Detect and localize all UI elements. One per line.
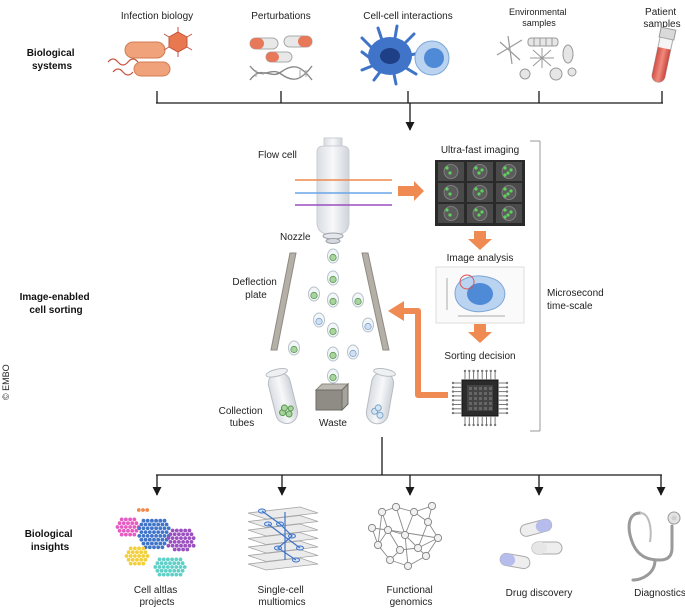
blood-tube-icon: [651, 26, 677, 83]
label-nozzle: Nozzle: [280, 232, 311, 243]
network-node: [421, 551, 431, 561]
label-deflection-plate: Deflection plate: [232, 277, 279, 301]
droplet: [308, 286, 320, 302]
cell-interaction-icon: [360, 24, 450, 86]
collection-tube-left: [265, 367, 299, 425]
flow-cell: [316, 137, 350, 244]
arrow-feedback-to-deflection: [388, 301, 448, 398]
droplet: [327, 322, 339, 338]
top-bracket: [156, 91, 663, 131]
imaging-cell: [467, 204, 493, 223]
network-node: [427, 501, 437, 511]
droplet: [327, 270, 339, 286]
imaging-cell: [467, 183, 493, 202]
label-collection-tubes: Collection tubes: [219, 406, 266, 429]
timescale-bracket: [530, 140, 541, 432]
laser-lines: [295, 179, 392, 206]
network-node: [395, 545, 405, 555]
cell-atlas-icon: [115, 508, 196, 577]
microchip-icon: [451, 369, 509, 427]
label-waste: Waste: [319, 418, 347, 429]
droplet: [327, 346, 339, 362]
omics-layer: [247, 506, 319, 520]
bacteria-virus-icon: [107, 27, 193, 77]
capsule-dna-icon: [249, 35, 313, 81]
imaging-grid: [435, 160, 525, 226]
label-cell-atlas: Cell altlas projects: [134, 585, 180, 608]
network-edge: [377, 511, 383, 546]
droplet: [327, 368, 339, 384]
label-cellcell: Cell-cell interactions: [363, 11, 452, 22]
waste-container: [314, 382, 350, 412]
label-patient: Patient samples: [643, 7, 680, 30]
capsules-icon: [499, 518, 563, 570]
network-edge: [395, 506, 406, 536]
arrow-to-analysis: [468, 231, 492, 250]
network-node: [377, 507, 387, 517]
network-node: [409, 507, 419, 517]
network-node: [373, 540, 383, 550]
label-environmental: Environmental samples: [509, 7, 569, 28]
imaging-cell: [496, 183, 522, 202]
droplet: [327, 292, 339, 308]
bottom-bracket: [152, 437, 666, 496]
collection-tube-right: [365, 367, 396, 425]
droplet: [352, 292, 364, 308]
droplet: [362, 317, 374, 333]
multiomics-stack-icon: [247, 506, 319, 571]
imaging-cell: [438, 162, 464, 181]
droplet: [327, 248, 339, 264]
droplet-stream: [288, 248, 374, 384]
image-analysis-panel: [435, 266, 525, 324]
copyright-text: © EMBO: [1, 364, 11, 400]
omics-layer: [247, 557, 319, 571]
label-diagnostics: Diagnostics: [634, 588, 685, 599]
deflection-plates: [270, 252, 390, 351]
arrow-to-imaging: [398, 181, 424, 201]
label-perturbations: Perturbations: [251, 11, 310, 22]
network-edge: [387, 529, 439, 539]
row-label-insights: Biological insights: [25, 529, 76, 553]
droplet: [313, 312, 325, 328]
network-edge: [404, 511, 415, 536]
network-node: [400, 530, 410, 540]
network-node: [413, 543, 423, 553]
label-sorting-decision: Sorting decision: [444, 351, 515, 362]
network-edge: [404, 534, 409, 567]
imaging-cell: [496, 162, 522, 181]
label-image-analysis: Image analysis: [447, 253, 514, 264]
arrow-to-decision: [468, 324, 492, 343]
imaging-cell: [496, 204, 522, 223]
label-microsecond-timescale: Microsecond time-scale: [547, 288, 606, 312]
network-node: [383, 525, 393, 535]
network-edge: [417, 521, 429, 549]
label-flow-cell: Flow cell: [258, 150, 297, 161]
droplet: [347, 344, 359, 360]
droplet: [288, 340, 300, 356]
stethoscope-icon: [627, 511, 681, 582]
row-label-sorting: Image-enabled cell sorting: [20, 292, 93, 316]
network-node: [403, 561, 413, 571]
gene-network-icon: [367, 501, 443, 571]
label-multiomics: Single-cell multiomics: [258, 585, 307, 608]
network-node: [423, 517, 433, 527]
imaging-cell: [467, 162, 493, 181]
microorganisms-icon: [496, 35, 577, 81]
network-node: [367, 523, 377, 533]
imaging-cell: [438, 204, 464, 223]
imaging-cell: [438, 183, 464, 202]
label-functional-genomics: Functional genomics: [387, 585, 436, 608]
label-drug-discovery: Drug discovery: [506, 588, 573, 599]
label-infection: Infection biology: [121, 11, 193, 22]
network-node: [391, 502, 401, 512]
omics-layer: [247, 540, 319, 554]
network-node: [433, 533, 443, 543]
network-node: [385, 555, 395, 565]
label-ultra-fast-imaging: Ultra-fast imaging: [441, 145, 519, 156]
row-label-systems: Biological systems: [27, 48, 78, 72]
